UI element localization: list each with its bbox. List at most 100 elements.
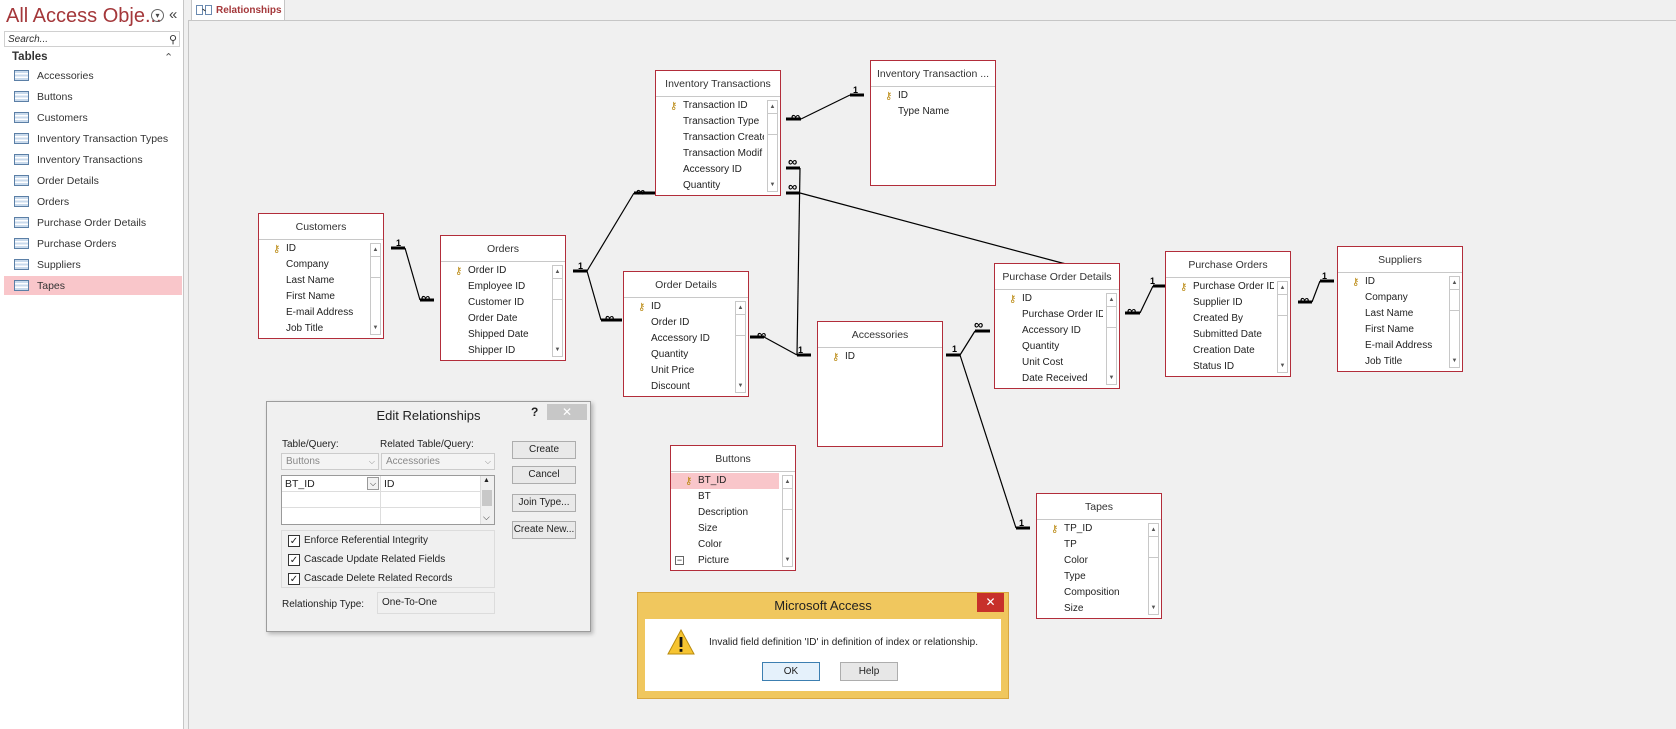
field-row[interactable]: Transaction Create bbox=[656, 130, 764, 146]
join-type-button[interactable]: Join Type... bbox=[512, 494, 576, 512]
scroll-thumb[interactable] bbox=[1450, 289, 1459, 311]
field-list-title[interactable]: Order Details bbox=[624, 272, 748, 298]
shutter-bar-collapse-icon[interactable]: « bbox=[169, 6, 178, 23]
field-list-title[interactable]: Inventory Transactions bbox=[656, 71, 780, 97]
field-list-title[interactable]: Purchase Orders bbox=[1166, 252, 1290, 278]
field-row[interactable]: TP bbox=[1037, 537, 1145, 553]
scroll-up-icon[interactable]: ▲ bbox=[737, 305, 744, 311]
scroll-up-icon[interactable]: ▲ bbox=[1150, 527, 1157, 533]
field-row[interactable]: Discount bbox=[624, 379, 732, 395]
scroll-thumb[interactable] bbox=[1278, 294, 1287, 316]
field-list-title[interactable]: Accessories bbox=[818, 322, 942, 348]
nav-group-tables[interactable]: Tables bbox=[12, 51, 48, 63]
scroll-down-icon[interactable]: ▼ bbox=[1150, 605, 1157, 611]
field-row[interactable]: E-mail Address bbox=[259, 305, 367, 321]
grid-row[interactable]: BT_ID ⌵ ID bbox=[282, 476, 480, 492]
help-button[interactable]: Help bbox=[840, 662, 898, 681]
scroll-down-icon[interactable]: ▼ bbox=[1451, 358, 1458, 364]
field-row[interactable]: Type Name bbox=[871, 104, 995, 120]
scroll-down-icon[interactable]: ▼ bbox=[1108, 375, 1115, 381]
field-row[interactable]: ⚷ID bbox=[818, 349, 942, 365]
chevron-down-icon[interactable]: ⌵ bbox=[367, 477, 379, 490]
field-row[interactable]: Color bbox=[1037, 553, 1145, 569]
field-row[interactable]: Employee ID bbox=[441, 279, 549, 295]
create-new-button[interactable]: Create New... bbox=[512, 521, 576, 539]
related-table-combo[interactable]: Accessories⌵ bbox=[381, 453, 495, 470]
checkbox-icon[interactable]: ✓ bbox=[288, 535, 300, 547]
scroll-down-icon[interactable]: ▼ bbox=[737, 383, 744, 389]
field-row[interactable]: Shipped Date bbox=[441, 327, 549, 343]
table-query-combo[interactable]: Buttons⌵ bbox=[281, 453, 379, 470]
field-row[interactable]: First Name bbox=[1338, 322, 1446, 338]
field-row[interactable]: Type bbox=[1037, 569, 1145, 585]
scroll-thumb[interactable] bbox=[783, 488, 792, 510]
vertical-scrollbar[interactable]: ▲▼ bbox=[370, 243, 381, 335]
field-row[interactable]: Purchase Order ID bbox=[995, 307, 1103, 323]
field-list-title[interactable]: Buttons bbox=[671, 446, 795, 472]
help-icon[interactable]: ? bbox=[531, 405, 539, 419]
scroll-up-icon[interactable]: ▲ bbox=[784, 479, 791, 485]
scroll-up-icon[interactable]: ▲ bbox=[1279, 285, 1286, 291]
field-row[interactable]: Order Date bbox=[441, 311, 549, 327]
field-row[interactable]: ⚷ID bbox=[624, 299, 732, 315]
relationships-canvas[interactable] bbox=[188, 20, 1676, 729]
nav-item-table[interactable]: Suppliers bbox=[4, 255, 182, 274]
field-row[interactable]: ⚷BT_ID bbox=[671, 473, 779, 489]
scroll-down-icon[interactable]: ▼ bbox=[554, 347, 561, 353]
nav-item-table[interactable]: Orders bbox=[4, 192, 182, 211]
scroll-thumb[interactable] bbox=[371, 256, 380, 278]
scroll-thumb[interactable] bbox=[768, 113, 777, 135]
nav-item-table[interactable]: Inventory Transactions bbox=[4, 150, 182, 169]
scroll-thumb[interactable] bbox=[553, 278, 562, 300]
field-match-grid[interactable]: BT_ID ⌵ ID ▲ ⌵ bbox=[281, 475, 495, 525]
field-row[interactable]: Unit Cost bbox=[995, 355, 1103, 371]
nav-item-table[interactable]: Inventory Transaction Types bbox=[4, 129, 182, 148]
field-row[interactable]: ⚷ID bbox=[259, 241, 367, 257]
nav-item-table[interactable]: Tapes bbox=[4, 276, 182, 295]
scroll-thumb[interactable] bbox=[1149, 536, 1158, 558]
group-collapse-icon[interactable]: ⌃ bbox=[164, 52, 174, 64]
create-button[interactable]: Create bbox=[512, 441, 576, 459]
scroll-up-icon[interactable]: ▲ bbox=[769, 104, 776, 110]
scroll-thumb[interactable] bbox=[736, 314, 745, 336]
checkbox-icon[interactable]: ✓ bbox=[288, 554, 300, 566]
grid-cell[interactable] bbox=[282, 492, 381, 508]
scroll-down-icon[interactable]: ▼ bbox=[769, 182, 776, 188]
nav-menu-chevron-icon[interactable]: ▾ bbox=[151, 9, 164, 22]
field-row[interactable]: First Name bbox=[259, 289, 367, 305]
collapse-icon[interactable]: − bbox=[675, 555, 684, 565]
field-row[interactable]: ⚷Purchase Order ID bbox=[1166, 279, 1274, 295]
vertical-scrollbar[interactable]: ▲▼ bbox=[782, 475, 793, 567]
field-row[interactable]: Quantity bbox=[624, 347, 732, 363]
nav-item-table[interactable]: Purchase Order Details bbox=[4, 213, 182, 232]
field-list-title[interactable]: Purchase Order Details bbox=[995, 264, 1119, 290]
vertical-scrollbar[interactable]: ▲▼ bbox=[767, 100, 778, 192]
field-row[interactable]: ⚷TP_ID bbox=[1037, 521, 1145, 537]
nav-search-box[interactable]: Search... ⚲ bbox=[4, 31, 180, 47]
field-row[interactable]: Composition bbox=[1037, 585, 1145, 601]
field-row[interactable]: Company bbox=[1338, 290, 1446, 306]
field-row[interactable]: BT bbox=[671, 489, 779, 505]
nav-item-table[interactable]: Order Details bbox=[4, 171, 182, 190]
grid-cell[interactable] bbox=[282, 508, 381, 524]
field-list-title[interactable]: Inventory Transaction ... bbox=[871, 61, 995, 87]
field-row[interactable]: Date Received bbox=[995, 371, 1103, 387]
field-list-title[interactable]: Suppliers bbox=[1338, 247, 1462, 273]
field-row[interactable]: Accessory ID bbox=[995, 323, 1103, 339]
grid-scrollbar[interactable]: ▲ ⌵ bbox=[480, 476, 494, 524]
field-row[interactable]: Size bbox=[671, 521, 779, 537]
grid-row[interactable] bbox=[282, 492, 480, 508]
scroll-down-icon[interactable]: ▼ bbox=[372, 325, 379, 331]
nav-item-table[interactable]: Buttons bbox=[4, 87, 182, 106]
field-list-title[interactable]: Orders bbox=[441, 236, 565, 262]
field-row[interactable]: Quantity bbox=[995, 339, 1103, 355]
field-row[interactable]: Accessory ID bbox=[656, 162, 764, 178]
field-row[interactable]: Size bbox=[1037, 601, 1145, 617]
nav-pane-title[interactable]: All Access Obje... bbox=[6, 5, 162, 27]
